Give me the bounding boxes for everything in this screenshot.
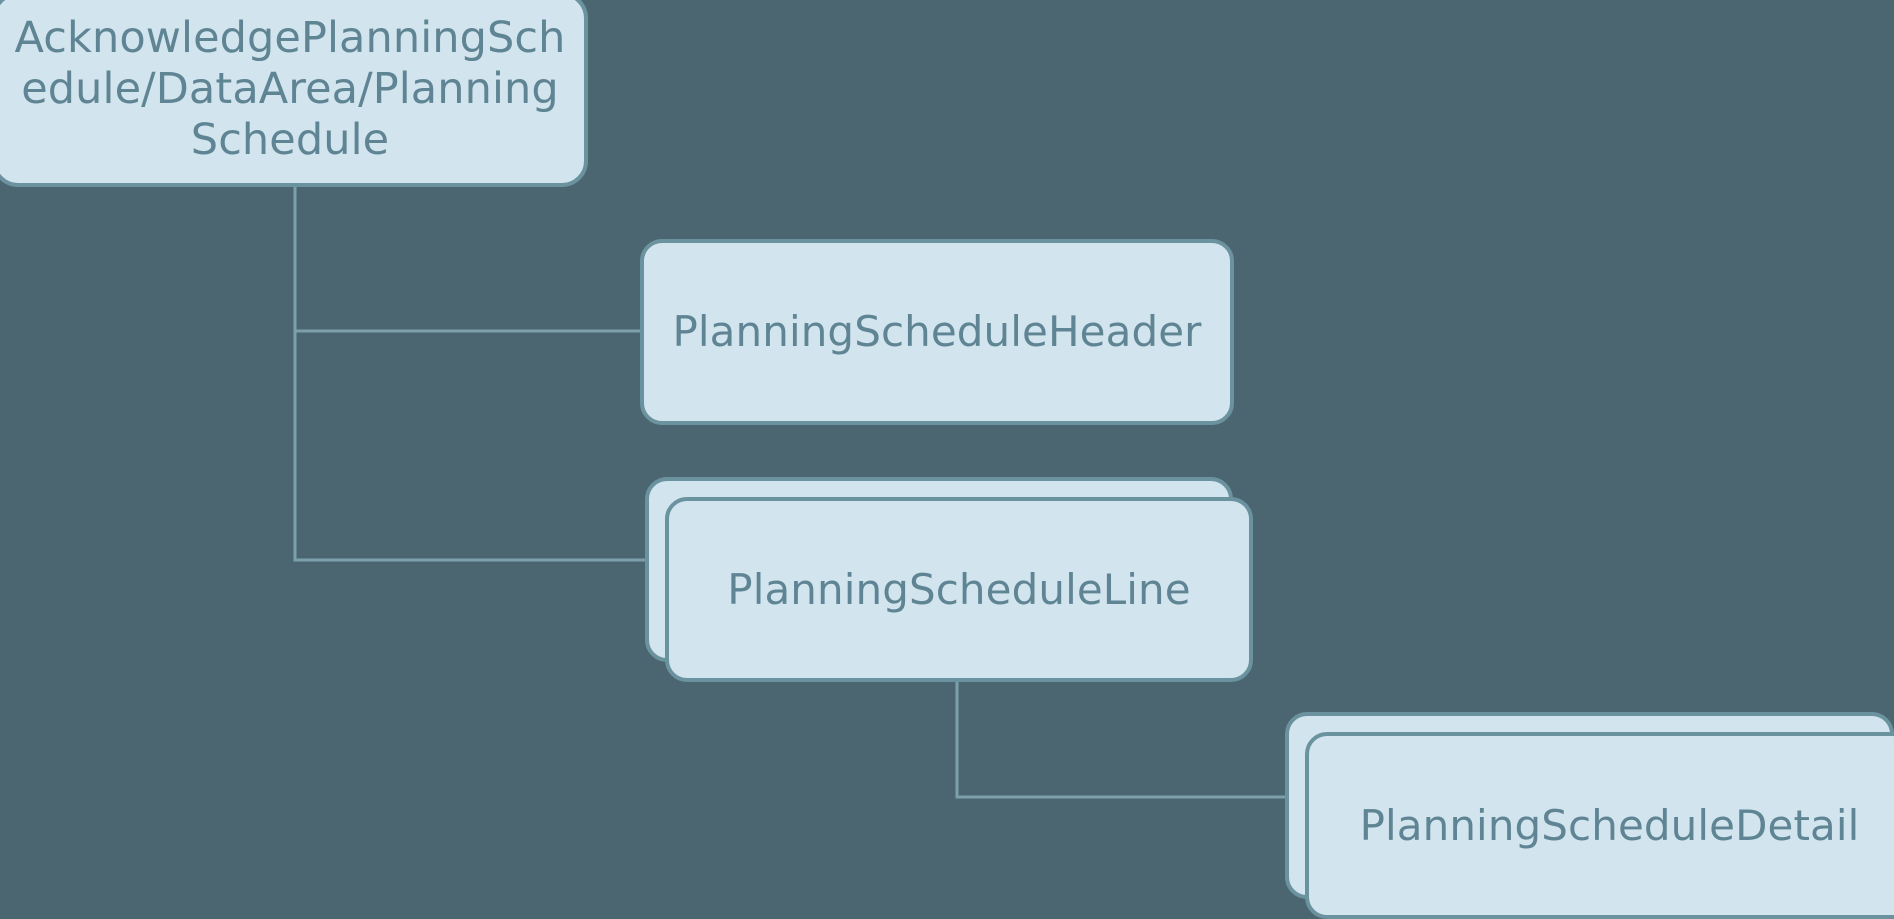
node-planning-schedule-detail[interactable]: PlanningScheduleDetail [1285, 712, 1894, 919]
node-stack-front-card-line[interactable]: PlanningScheduleLine [665, 497, 1253, 682]
node-stack-front-card-detail[interactable]: PlanningScheduleDetail [1305, 732, 1894, 919]
node-planning-schedule-header[interactable]: PlanningScheduleHeader [640, 239, 1234, 425]
node-label-line: PlanningScheduleLine [727, 564, 1191, 614]
node-label-header: PlanningScheduleHeader [672, 307, 1202, 357]
connector-root-to-header [293, 187, 640, 333]
node-label-detail: PlanningScheduleDetail [1359, 800, 1860, 850]
node-acknowledge-planning-schedule[interactable]: AcknowledgePlanningSchedule/DataArea/Pla… [0, 0, 588, 187]
connector-root-to-line [293, 331, 665, 562]
connector-line-to-detail [955, 682, 1305, 799]
node-label-root: AcknowledgePlanningSchedule/DataArea/Pla… [14, 13, 566, 165]
node-planning-schedule-line[interactable]: PlanningScheduleLine [645, 477, 1253, 682]
